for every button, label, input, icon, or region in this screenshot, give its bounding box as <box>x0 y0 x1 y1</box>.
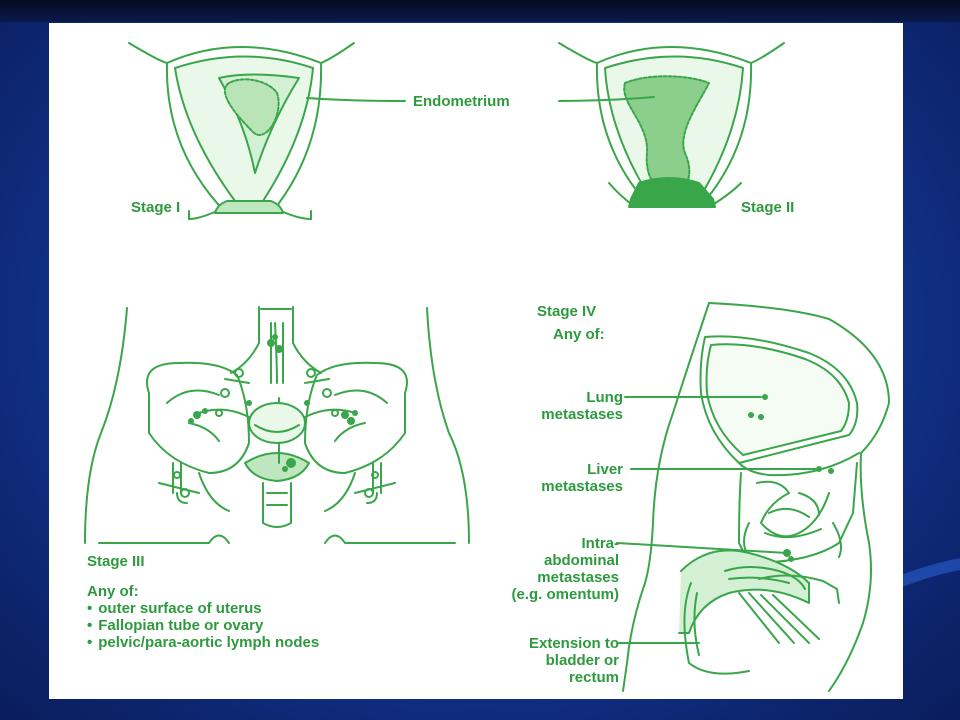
stage2-label: Stage II <box>741 199 795 216</box>
stage3-any-of: Any of: <box>87 583 139 600</box>
stage1-uterus <box>128 42 355 220</box>
intra-abdominal-label: Intra- abdominal metastases (e.g. omentu… <box>511 535 620 603</box>
list-item: outer surface of uterus <box>87 600 319 617</box>
endometrium-leader-right <box>558 96 655 102</box>
top-bar <box>0 0 960 22</box>
list-item: pelvic/para-aortic lymph nodes <box>87 634 319 651</box>
extension-label: Extension to bladder or rectum <box>528 635 619 686</box>
stage4-any-of: Any of: <box>553 326 605 343</box>
diagram-panel: Endometrium Stage I Stage II Stage III A… <box>49 23 903 699</box>
stage4-label: Stage IV <box>537 303 597 320</box>
stage1-label: Stage I <box>131 199 181 216</box>
stage3-list: Any of: outer surface of uterus Fallopia… <box>87 583 319 651</box>
stage3-pelvis <box>84 306 470 544</box>
stage4-torso <box>622 302 890 692</box>
endometrium-leader-left <box>306 97 406 102</box>
list-item: Fallopian tube or ovary <box>87 617 319 634</box>
endometrium-label: Endometrium <box>413 93 510 110</box>
stage2-uterus <box>558 42 785 208</box>
intra-abdominal-leader <box>616 542 788 554</box>
liver-label: Liver metastases <box>541 461 623 495</box>
lung-label: Lung metastases <box>541 389 623 423</box>
stage3-label: Stage III <box>87 553 145 570</box>
